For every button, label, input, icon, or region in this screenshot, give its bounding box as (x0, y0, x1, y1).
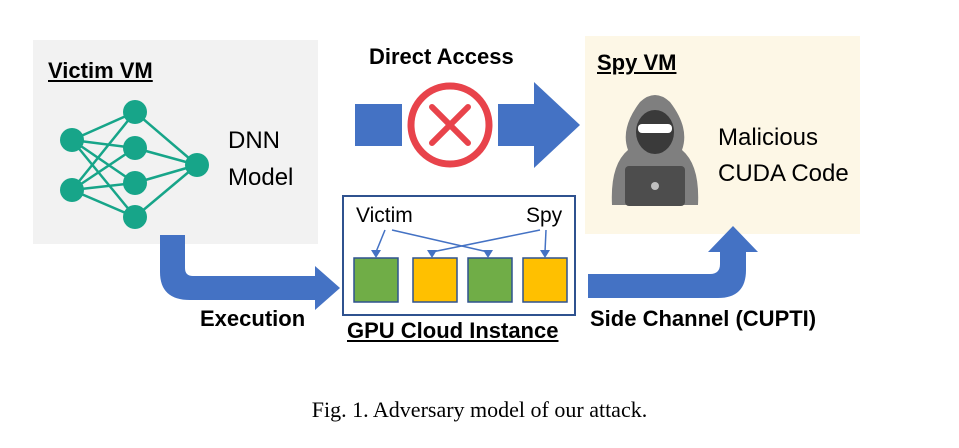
dnn-label-line1: DNN (228, 127, 280, 154)
gpu-blocks (353, 257, 568, 303)
gpu-spy-label: Spy (526, 204, 563, 227)
spy-vm-title: Spy VM (597, 50, 677, 75)
hacker-icon (611, 95, 699, 206)
gpu-victim-label: Victim (356, 204, 413, 227)
neural-network-icon (71, 110, 198, 219)
victim-vm-title: Victim VM (48, 58, 153, 83)
side-channel-label: Side Channel (CUPTI) (590, 306, 817, 331)
gpu-connector-lines (375, 229, 547, 253)
direct-access-label: Direct Access (369, 44, 514, 69)
dnn-label-line2: Model (228, 164, 294, 191)
execution-label: Execution (200, 306, 306, 331)
side-channel-arrow (588, 226, 758, 298)
figure-caption: Fig. 1. Adversary model of our attack. (311, 397, 648, 422)
gpu-instance-title: GPU Cloud Instance (347, 318, 559, 343)
execution-arrow (160, 235, 340, 310)
malicious-label-line1: Malicious (718, 124, 819, 151)
deny-icon (407, 82, 493, 168)
malicious-label-line2: CUDA Code (718, 160, 849, 187)
direct-access-arrow (355, 82, 580, 168)
